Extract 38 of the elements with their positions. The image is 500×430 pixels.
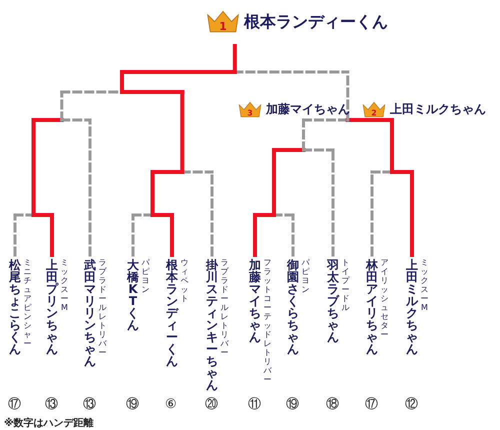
- handicap-number: ⑱: [326, 398, 339, 412]
- handicap-number: ⑬: [83, 398, 96, 412]
- footnote: ※数字はハンデ距離: [4, 416, 94, 430]
- winner-name: 加藤マイちゃん: [266, 101, 350, 118]
- entrant-name: 大橋KTくん: [126, 259, 140, 331]
- handicap-number: ⑪: [248, 398, 261, 412]
- entrant-name: 上田プリンちゃん: [45, 259, 59, 355]
- handicap-number: ⑬: [45, 398, 58, 412]
- entrant-name: 御園さくらちゃん: [286, 259, 300, 355]
- entrant-name: 武田マリリンちゃん: [83, 259, 97, 367]
- breed-label: アイリッシュセター: [380, 258, 389, 339]
- entrant-name: 根本ランディーくん: [165, 259, 179, 367]
- entrant-name: 加藤マイちゃん: [248, 259, 262, 343]
- breed-label: ミニチュアピンシャー: [23, 258, 32, 348]
- handicap-number: ⑫: [405, 398, 418, 412]
- entrant-name: 上田ミルクちゃん: [405, 259, 419, 355]
- winner-name: 上田ミルクちゃん: [390, 101, 486, 118]
- handicap-number: ⑲: [286, 398, 299, 412]
- breed-label: ラブラドールレトリバー: [98, 258, 107, 357]
- winner-name: 根本ランディーくん: [244, 12, 388, 33]
- entrant-name: 掛川スティンキーちゃん: [205, 259, 219, 391]
- entrant-name: 林田アイリちゃん: [365, 259, 379, 355]
- entrant-name: 羽太ラブちゃん: [326, 259, 340, 343]
- handicap-number: ⑰: [8, 398, 21, 412]
- breed-label: パピヨン: [141, 258, 150, 294]
- breed-label: フラットコーテッドレトリバー: [263, 258, 272, 384]
- breed-label: ミックスーM: [420, 258, 429, 312]
- handicap-number: ⑰: [365, 398, 378, 412]
- breed-label: トイプードル: [341, 258, 350, 312]
- handicap-number: ⑲: [126, 398, 139, 412]
- handicap-number: ⑥: [165, 398, 177, 412]
- crown-icon: 1: [206, 8, 240, 34]
- breed-label: ミックスーM: [60, 258, 69, 312]
- entrant-name: 松尾ちょこらくん: [8, 259, 22, 355]
- breed-label: パピヨン: [301, 258, 310, 294]
- breed-label: ウィペット: [180, 258, 189, 303]
- breed-label: ラブラドールレトリバー: [220, 258, 229, 357]
- handicap-number: ⑳: [205, 398, 218, 412]
